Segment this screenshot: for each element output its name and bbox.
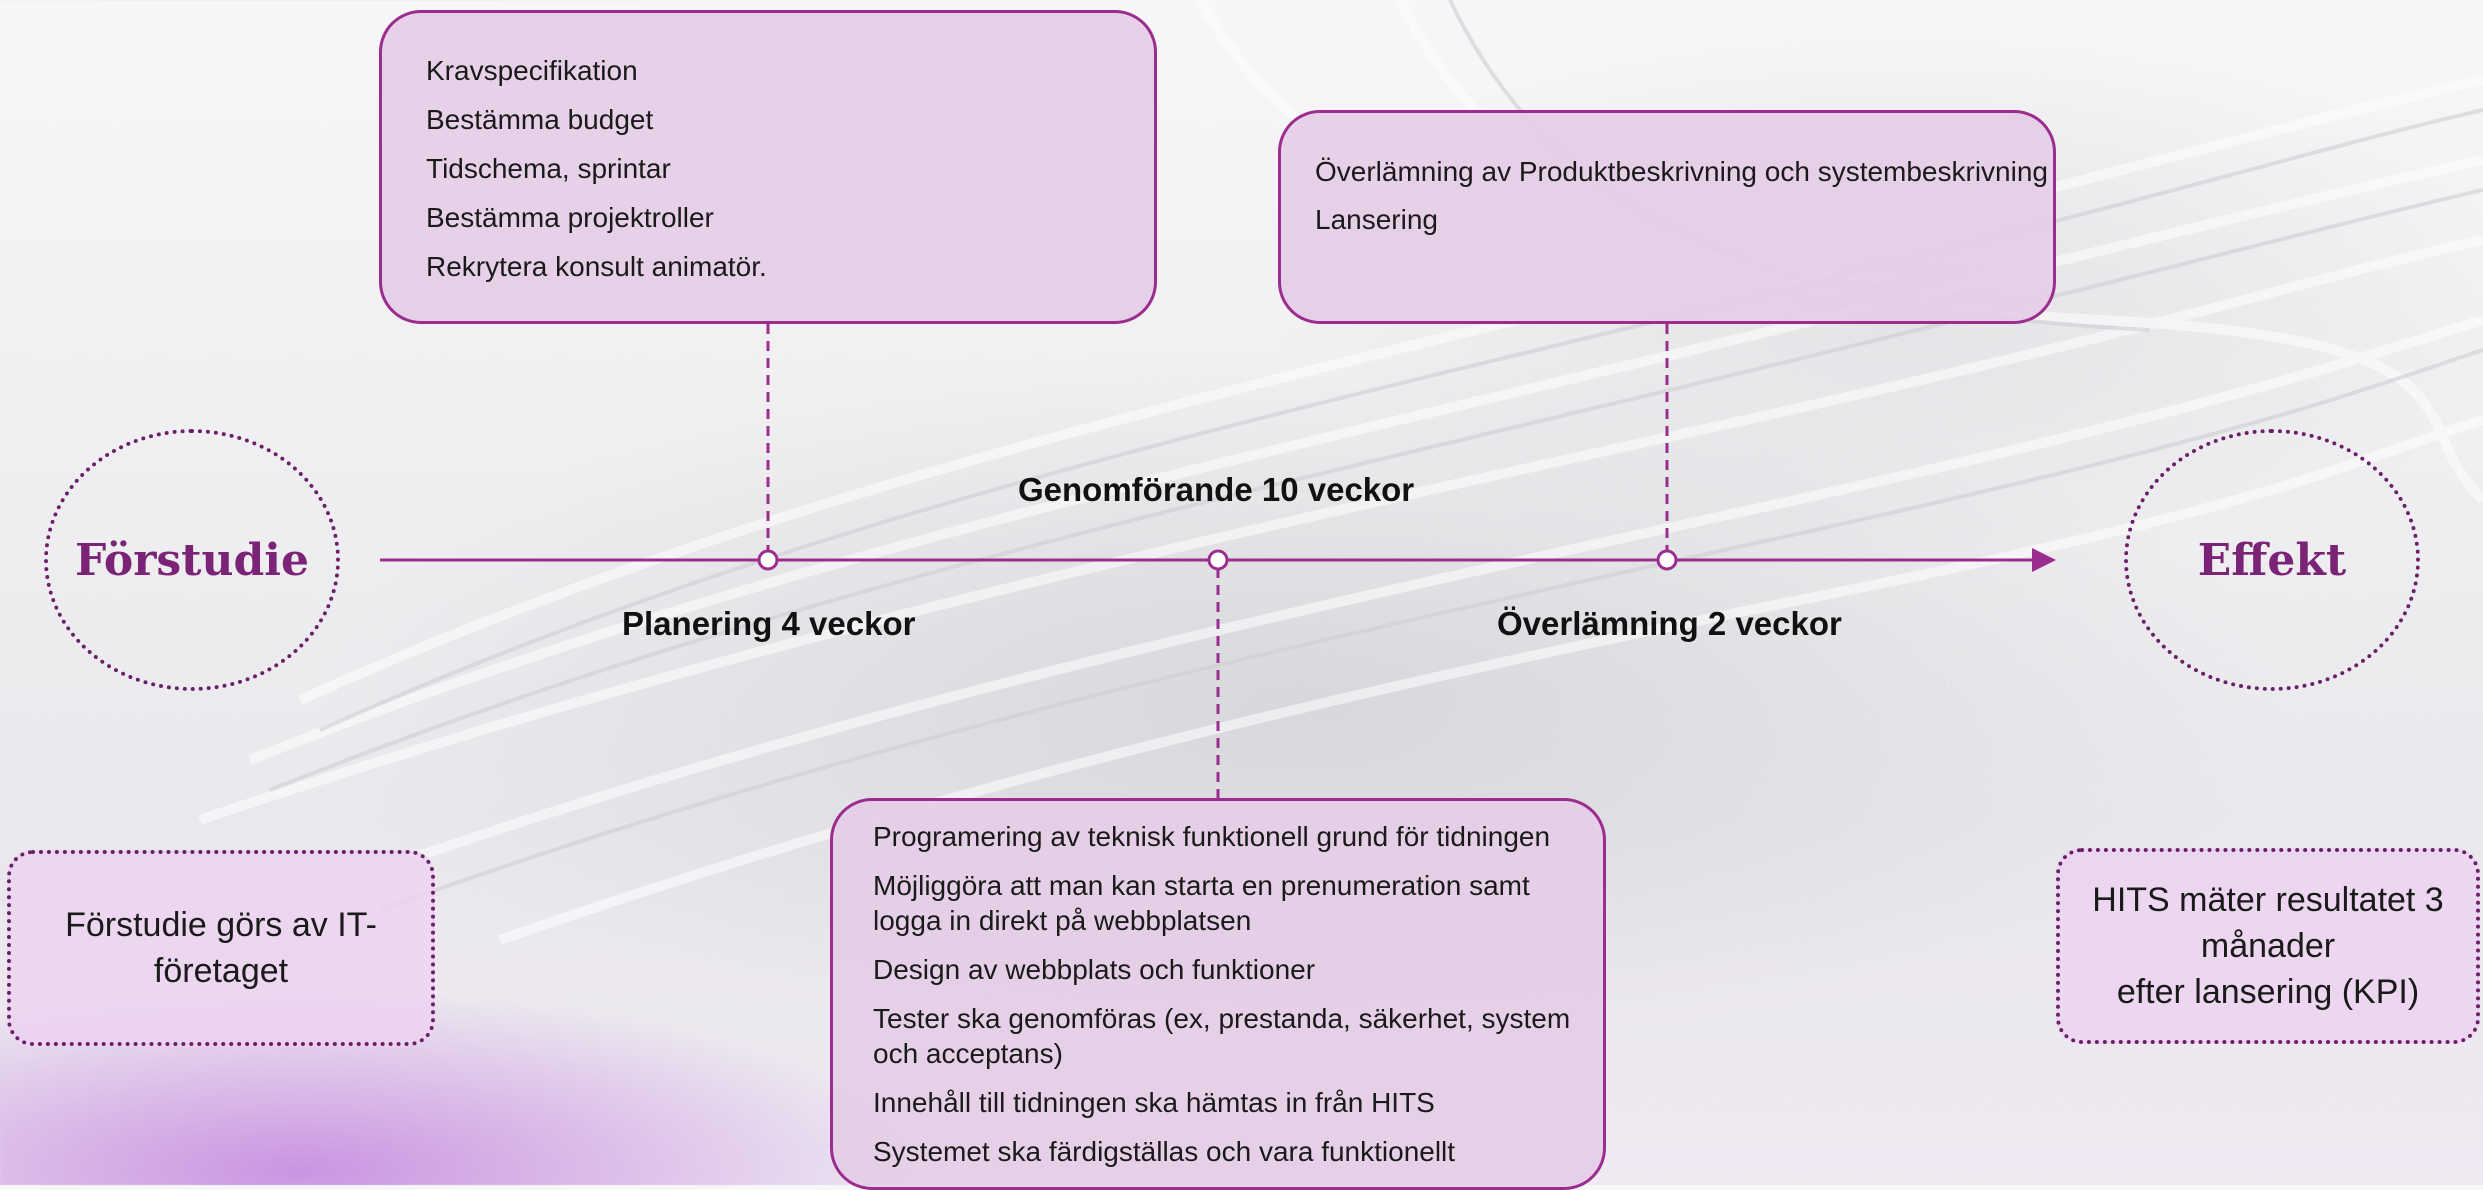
genomforande-task-box: Programering av teknisk funktionell grun…	[830, 798, 1606, 1190]
genomforande-task: Tester ska genomföras (ex, prestanda, sä…	[873, 1003, 1571, 1069]
genomforande-label: Genomförande 10 veckor	[1018, 471, 1415, 508]
effekt-title: Effekt	[2197, 534, 2347, 586]
milestone-overlamning	[1656, 549, 1678, 571]
planering-task: Bestämma projektroller	[426, 202, 714, 233]
effekt-circle: Effekt	[2124, 429, 2420, 691]
planering-task: Tidschema, sprintar	[426, 153, 671, 184]
planering-task-list: Kravspecifikation Bestämma budget Tidsch…	[426, 53, 1154, 285]
planering-task: Rekrytera konsult animatör.	[426, 251, 767, 282]
genomforande-task: Programering av teknisk funktionell grun…	[873, 821, 1551, 852]
milestone-planering	[757, 549, 779, 571]
overlamning-task-box: Överlämning av Produktbeskrivning och sy…	[1278, 110, 2056, 324]
genomforande-task-list: Programering av teknisk funktionell grun…	[873, 819, 1583, 1169]
genomforande-task: Systemet ska färdigställas och vara funk…	[873, 1136, 1456, 1167]
timeline-arrowhead	[2032, 548, 2056, 572]
genomforande-task: Innehåll till tidningen ska hämtas in fr…	[873, 1087, 1435, 1118]
planering-task: Kravspecifikation	[426, 55, 638, 86]
planering-label: Planering 4 veckor	[622, 605, 916, 642]
overlamning-task-list: Överlämning av Produktbeskrivning och sy…	[1315, 154, 2053, 237]
forstudie-note: Förstudie görs av IT- företaget	[7, 850, 435, 1046]
planering-task: Bestämma budget	[426, 104, 654, 135]
genomforande-task: Design av webbplats och funktioner	[873, 954, 1316, 985]
overlamning-task: Lansering	[1315, 204, 1438, 235]
milestone-genomforande	[1207, 549, 1229, 571]
forstudie-circle: Förstudie	[44, 429, 340, 691]
genomforande-task: Möjliggöra att man kan starta en prenume…	[873, 870, 1530, 936]
forstudie-title: Förstudie	[75, 534, 309, 586]
overlamning-task: Överlämning av Produktbeskrivning och sy…	[1315, 156, 2048, 187]
effekt-note: HITS mäter resultatet 3 månader efter la…	[2056, 848, 2480, 1044]
overlamning-label: Överlämning 2 veckor	[1497, 605, 1842, 642]
planering-task-box: Kravspecifikation Bestämma budget Tidsch…	[379, 10, 1157, 324]
